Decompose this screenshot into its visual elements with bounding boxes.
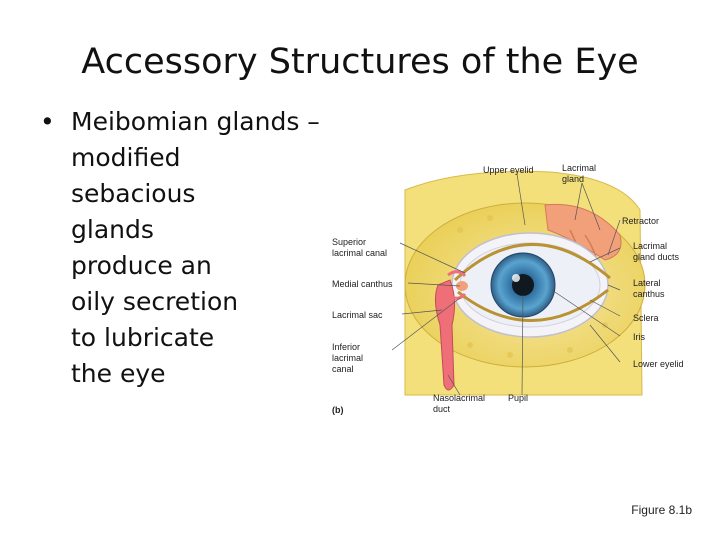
label-superior-canal-line2: lacrimal canal — [332, 248, 388, 258]
label-nasolacrimal-line1: Nasolacrimal — [433, 393, 486, 403]
label-lower-eyelid: Lower eyelid — [633, 359, 684, 369]
label-lacrimal-ducts-line1: Lacrimal — [633, 241, 668, 251]
pupil-highlight — [512, 274, 520, 282]
bullet-list: • Meibomian glands – modified sebacious … — [40, 104, 370, 392]
label-nasolacrimal-line2: duct — [433, 404, 451, 414]
bullet-text-line: sebacious — [71, 179, 196, 208]
label-lacrimal-gland-line2: gland — [562, 174, 585, 184]
label-medial-canthus: Medial canthus — [332, 279, 393, 289]
bullet-text-line: produce an — [71, 251, 212, 280]
bullet-text-line: Meibomian glands – — [71, 107, 320, 136]
figure-caption: Figure 8.1b — [631, 503, 692, 517]
label-inferior-canal-line1: Inferior — [332, 342, 361, 352]
label-sclera: Sclera — [633, 313, 659, 323]
label-lacrimal-ducts-line2: gland ducts — [633, 252, 680, 262]
eye-illustration — [391, 170, 646, 396]
label-upper-eyelid: Upper eyelid — [483, 165, 534, 175]
label-superior-canal-line1: Superior — [332, 237, 367, 247]
label-lateral-canthus-line2: canthus — [633, 289, 665, 299]
lower-eyelid — [457, 288, 609, 322]
label-lateral-canthus-line1: Lateral — [633, 278, 661, 288]
bullet-text-line: oily secretion — [71, 287, 239, 316]
inferior-lacrimal-canal — [447, 292, 467, 300]
eye-accessory-structures-diagram: Upper eyelid Lacrimal gland Retractor Su… — [320, 150, 700, 430]
bullet-text-line: modified — [71, 143, 181, 172]
bullet-point-symbol: • — [40, 107, 55, 136]
label-lacrimal-gland-line1: Lacrimal — [562, 163, 597, 173]
label-inferior-canal-line2: lacrimal — [332, 353, 364, 363]
superior-lacrimal-canal — [447, 270, 467, 278]
leader-lines — [391, 173, 621, 396]
label-lacrimal-sac: Lacrimal sac — [332, 310, 383, 320]
slide-title: Accessory Structures of the Eye — [81, 42, 639, 82]
label-iris: Iris — [633, 332, 645, 342]
medial-canthus — [456, 281, 468, 291]
panel-label: (b) — [332, 405, 344, 415]
label-inferior-canal-line3: canal — [332, 364, 354, 374]
label-retractor: Retractor — [622, 216, 660, 226]
bullet-text-line: glands — [71, 215, 154, 244]
bullet-text-line: the eye — [71, 359, 166, 388]
label-pupil: Pupil — [508, 393, 529, 403]
upper-eyelid — [453, 243, 611, 282]
bullet-text-line: to lubricate — [71, 323, 215, 352]
